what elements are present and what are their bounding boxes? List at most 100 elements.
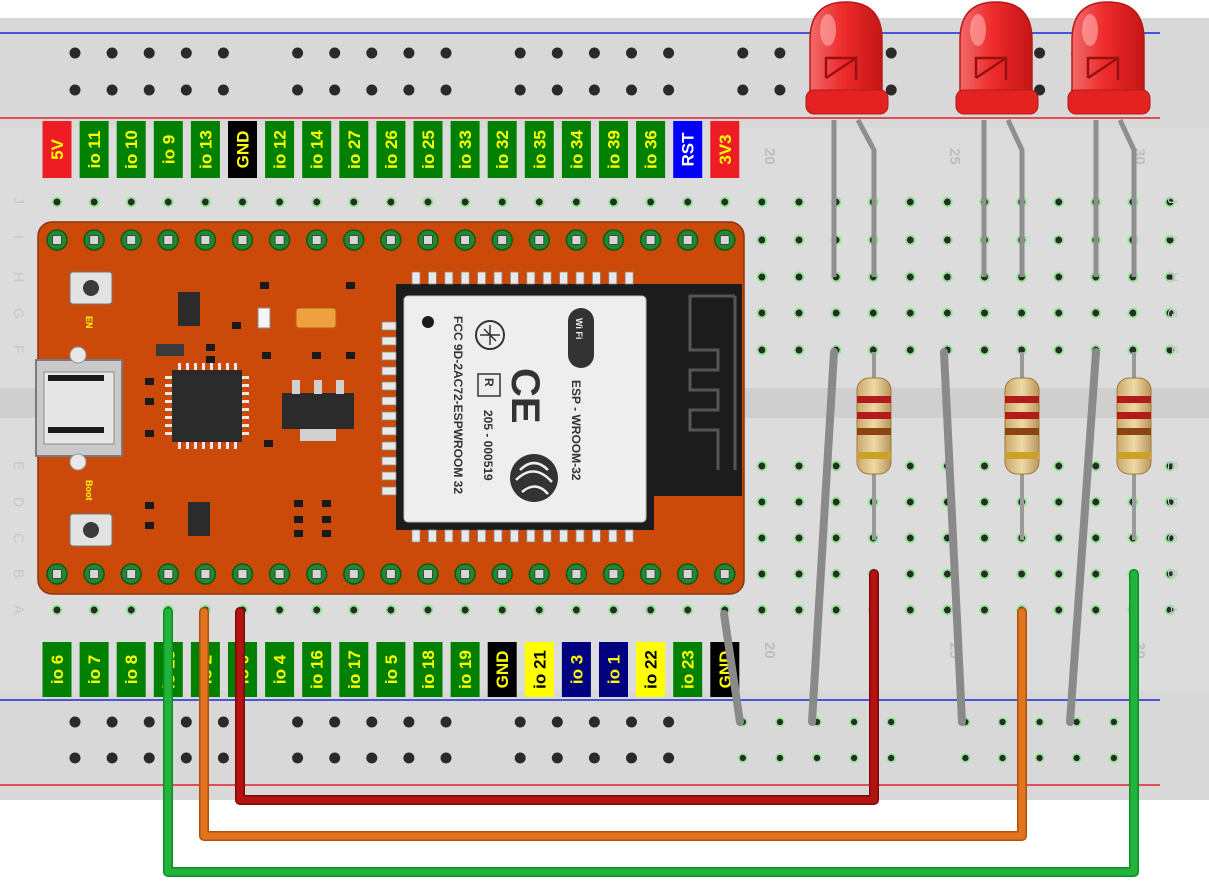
rail-hole[interactable] [143, 716, 155, 728]
rail-hole[interactable] [774, 47, 786, 59]
rail-hole[interactable] [217, 84, 229, 96]
breadboard-hole[interactable] [793, 196, 805, 208]
breadboard-hole[interactable] [1126, 307, 1139, 319]
rail-hole[interactable] [217, 752, 229, 764]
rail-hole[interactable] [885, 84, 897, 96]
rail-hole[interactable] [366, 84, 378, 96]
rail-hole[interactable] [626, 84, 637, 96]
rail-hole[interactable] [440, 84, 452, 96]
breadboard-hole[interactable] [310, 604, 323, 616]
rail-hole[interactable] [180, 716, 192, 728]
breadboard-hole[interactable] [793, 496, 805, 508]
breadboard-hole[interactable] [867, 344, 880, 356]
rail-hole[interactable] [663, 47, 675, 59]
breadboard-hole[interactable] [1089, 496, 1102, 508]
breadboard-hole[interactable] [533, 196, 546, 208]
breadboard-hole[interactable] [904, 568, 917, 580]
breadboard-hole[interactable] [607, 196, 620, 208]
breadboard-hole[interactable] [867, 307, 880, 319]
rail-hole[interactable] [959, 752, 971, 764]
rail-hole[interactable] [663, 84, 675, 96]
breadboard-hole[interactable] [830, 604, 843, 616]
breadboard-hole[interactable] [1164, 460, 1176, 472]
breadboard-hole[interactable] [941, 568, 954, 580]
breadboard-hole[interactable] [904, 307, 917, 319]
breadboard-hole[interactable] [755, 532, 768, 544]
breadboard-hole[interactable] [273, 604, 286, 616]
rail-hole[interactable] [329, 47, 341, 59]
breadboard-hole[interactable] [830, 460, 843, 472]
breadboard-hole[interactable] [904, 271, 917, 283]
en-button[interactable] [83, 280, 99, 296]
rail-hole[interactable] [292, 84, 304, 96]
breadboard-hole[interactable] [422, 604, 434, 616]
rail-hole[interactable] [329, 84, 341, 96]
breadboard-hole[interactable] [1052, 307, 1065, 319]
breadboard-hole[interactable] [1089, 568, 1102, 580]
breadboard-hole[interactable] [1052, 568, 1065, 580]
breadboard-hole[interactable] [941, 604, 954, 616]
breadboard-hole[interactable] [978, 460, 991, 472]
rail-hole[interactable] [737, 752, 749, 764]
rail-hole[interactable] [551, 84, 563, 96]
breadboard-hole[interactable] [1052, 532, 1065, 544]
breadboard-hole[interactable] [310, 196, 323, 208]
rail-hole[interactable] [1108, 752, 1120, 764]
breadboard-hole[interactable] [793, 307, 805, 319]
breadboard-hole[interactable] [978, 307, 991, 319]
breadboard-hole[interactable] [422, 196, 434, 208]
rail-hole[interactable] [329, 716, 341, 728]
breadboard-hole[interactable] [830, 307, 843, 319]
rail-hole[interactable] [440, 752, 452, 764]
rail-hole[interactable] [663, 752, 675, 764]
breadboard-hole[interactable] [199, 196, 212, 208]
breadboard-hole[interactable] [384, 196, 397, 208]
rail-hole[interactable] [143, 47, 155, 59]
breadboard-hole[interactable] [51, 196, 63, 208]
breadboard-hole[interactable] [978, 344, 991, 356]
breadboard-hole[interactable] [793, 604, 805, 616]
rail-hole[interactable] [217, 716, 229, 728]
breadboard-hole[interactable] [1164, 532, 1176, 544]
breadboard-hole[interactable] [978, 532, 991, 544]
breadboard-hole[interactable] [941, 234, 954, 246]
rail-hole[interactable] [774, 752, 786, 764]
breadboard-hole[interactable] [644, 196, 657, 208]
breadboard-hole[interactable] [570, 196, 583, 208]
rail-hole[interactable] [143, 752, 155, 764]
breadboard-hole[interactable] [1052, 344, 1065, 356]
breadboard-hole[interactable] [607, 604, 620, 616]
rail-hole[interactable] [626, 716, 637, 728]
breadboard-hole[interactable] [1015, 344, 1028, 356]
breadboard-hole[interactable] [755, 604, 768, 616]
breadboard-hole[interactable] [755, 307, 768, 319]
breadboard-hole[interactable] [793, 234, 805, 246]
breadboard-hole[interactable] [1164, 496, 1176, 508]
breadboard-hole[interactable] [830, 532, 843, 544]
breadboard-hole[interactable] [793, 532, 805, 544]
breadboard-hole[interactable] [793, 460, 805, 472]
breadboard-hole[interactable] [941, 271, 954, 283]
breadboard-hole[interactable] [904, 460, 917, 472]
breadboard-hole[interactable] [384, 604, 397, 616]
rail-hole[interactable] [1034, 84, 1046, 96]
rail-hole[interactable] [403, 47, 415, 59]
breadboard-hole[interactable] [755, 271, 768, 283]
rail-hole[interactable] [292, 716, 304, 728]
breadboard-hole[interactable] [459, 196, 472, 208]
breadboard-hole[interactable] [830, 568, 843, 580]
rail-hole[interactable] [514, 47, 526, 59]
rail-hole[interactable] [551, 752, 563, 764]
rail-hole[interactable] [774, 84, 786, 96]
rail-hole[interactable] [514, 752, 526, 764]
breadboard-hole[interactable] [496, 196, 509, 208]
rail-hole[interactable] [588, 84, 600, 96]
breadboard-hole[interactable] [644, 604, 657, 616]
rail-hole[interactable] [69, 716, 81, 728]
breadboard-hole[interactable] [1052, 496, 1065, 508]
rail-hole[interactable] [366, 752, 378, 764]
rail-hole[interactable] [366, 47, 378, 59]
rail-hole[interactable] [588, 47, 600, 59]
rail-hole[interactable] [1034, 716, 1046, 728]
rail-hole[interactable] [180, 47, 192, 59]
